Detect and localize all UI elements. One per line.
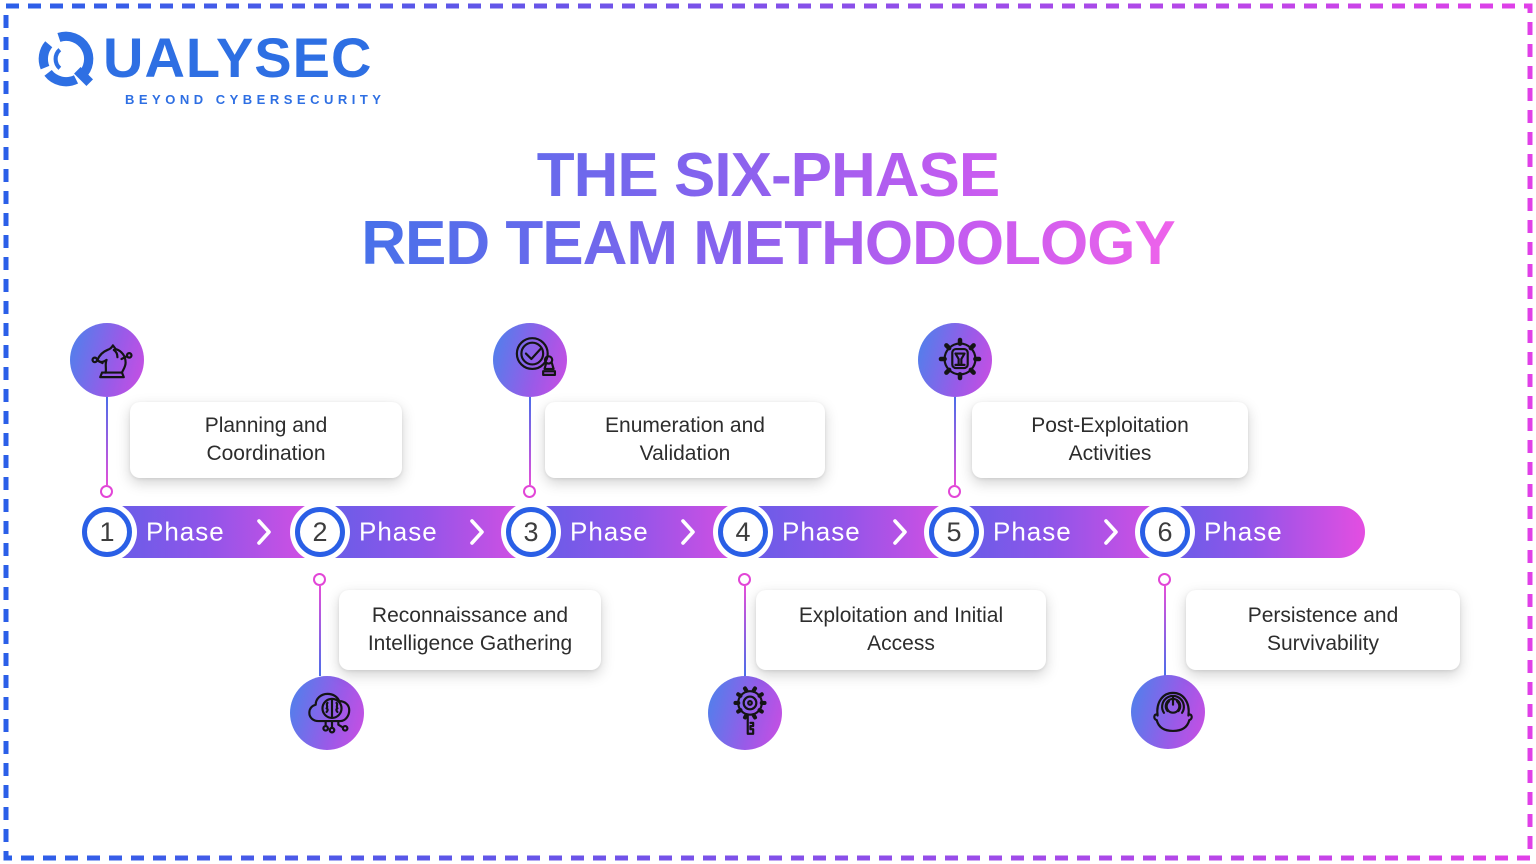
chess-knight-icon xyxy=(91,344,133,379)
connector-line xyxy=(318,586,321,676)
phase-card: Post-Exploitation Activities xyxy=(972,402,1248,478)
phase-number: 2 xyxy=(312,516,328,547)
chevron-right-icon xyxy=(681,519,695,545)
phase-number-badge: 2 xyxy=(295,507,345,557)
phase-label: Phase xyxy=(570,516,649,547)
connector-line xyxy=(1163,586,1166,676)
phase-card-title: Exploitation and Initial Access xyxy=(798,603,1004,655)
phase-number: 4 xyxy=(735,516,751,547)
phase-1-medallion xyxy=(70,323,144,397)
phase-number-badge: 3 xyxy=(506,507,556,557)
phase-number-badge: 1 xyxy=(82,507,132,557)
head-power-icon xyxy=(1153,691,1193,733)
brand-wordmark: UALYSEC xyxy=(103,25,373,89)
page-title: THE SIX-PHASE RED TEAM METHODOLOGY xyxy=(333,142,1203,278)
connector-line xyxy=(743,586,746,676)
brand-tagline: BEYOND CYBERSECURITY xyxy=(125,92,386,107)
gear-key-icon xyxy=(733,686,767,735)
phase-segment-2: 2 Phase xyxy=(295,506,551,558)
connector-dot xyxy=(313,573,326,586)
connector-dot xyxy=(1158,573,1171,586)
phase-6-medallion xyxy=(1131,675,1205,749)
phase-card: Reconnaissance and Intelligence Gatherin… xyxy=(339,590,601,670)
phase-card-title: Post-Exploitation Activities xyxy=(1031,413,1189,465)
chevron-right-icon xyxy=(470,519,484,545)
phase-label: Phase xyxy=(359,516,438,547)
phase-number: 3 xyxy=(523,516,539,547)
chevron-right-icon xyxy=(893,519,907,545)
connector-line xyxy=(528,397,531,485)
phase-card: Persistence and Survivability xyxy=(1186,590,1460,670)
phase-number: 1 xyxy=(99,516,115,547)
phase-ribbon: 1 Phase 2 Phase 3 Phase 4 Phase xyxy=(82,506,1365,558)
phase-label: Phase xyxy=(993,516,1072,547)
chevron-right-icon xyxy=(1104,519,1118,545)
phase-label: Phase xyxy=(146,516,225,547)
phase-segment-6: 6 Phase xyxy=(1140,506,1365,558)
phase-card-title: Planning and Coordination xyxy=(204,413,328,465)
connector-line xyxy=(105,397,108,485)
phase-segment-1: 1 Phase xyxy=(82,506,340,558)
phase-card: Exploitation and Initial Access xyxy=(756,590,1046,670)
phase-card: Enumeration and Validation xyxy=(545,402,825,478)
phase-number: 5 xyxy=(946,516,962,547)
connector-dot xyxy=(948,485,961,498)
phase-number-badge: 4 xyxy=(718,507,768,557)
qualysec-q-icon xyxy=(38,31,94,87)
brand-logo: UALYSEC BEYOND CYBERSECURITY xyxy=(33,26,385,107)
phase-segment-5: 5 Phase xyxy=(929,506,1185,558)
phase-number-badge: 5 xyxy=(929,507,979,557)
gear-funnel-icon xyxy=(938,337,982,381)
phase-2-medallion xyxy=(290,676,364,750)
phase-card-title: Reconnaissance and Intelligence Gatherin… xyxy=(367,603,573,655)
phase-5-medallion xyxy=(918,323,992,397)
title-line-1: THE SIX-PHASE xyxy=(536,141,1000,210)
phase-card-title: Enumeration and Validation xyxy=(605,413,765,465)
chevron-right-icon xyxy=(257,519,271,545)
phase-number: 6 xyxy=(1157,516,1173,547)
title-line-2: RED TEAM METHODOLOGY xyxy=(361,209,1175,279)
connector-line xyxy=(953,397,956,485)
phase-number-badge: 6 xyxy=(1140,507,1190,557)
brain-cloud-icon xyxy=(308,692,351,734)
phase-label: Phase xyxy=(782,516,861,547)
connector-dot xyxy=(738,573,751,586)
check-stamp-icon xyxy=(515,337,557,376)
phase-segment-3: 3 Phase xyxy=(506,506,763,558)
phase-card: Planning and Coordination xyxy=(130,402,402,478)
connector-dot xyxy=(523,485,536,498)
phase-3-medallion xyxy=(493,323,567,397)
phase-label: Phase xyxy=(1204,516,1283,547)
phase-card-title: Persistence and Survivability xyxy=(1247,603,1399,655)
connector-dot xyxy=(100,485,113,498)
phase-4-medallion xyxy=(708,676,782,750)
